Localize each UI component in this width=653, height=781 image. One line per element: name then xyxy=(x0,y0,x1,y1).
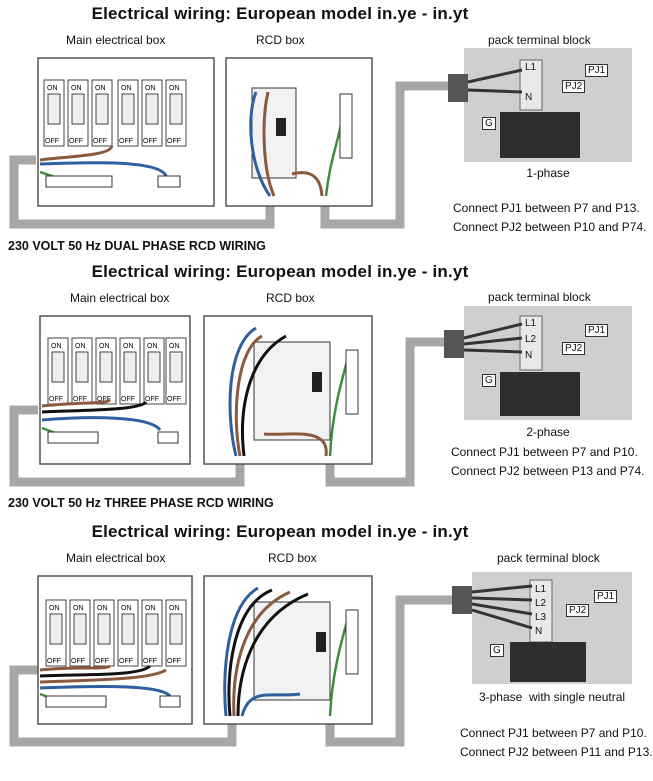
panel-3-terminal-n: N xyxy=(535,626,543,637)
panel-1-terminal-n: N xyxy=(525,92,533,103)
panel-3-breakers: ON OFF ON OFF ON OFF ON OFF ON OFF ON OFF xyxy=(45,599,187,667)
svg-text:ON: ON xyxy=(145,605,156,612)
svg-text:ON: ON xyxy=(47,85,58,92)
svg-text:ON: ON xyxy=(121,605,132,612)
panel-1-rcd-device xyxy=(251,87,297,179)
svg-text:ON: ON xyxy=(95,85,106,92)
svg-text:OFF: OFF xyxy=(143,138,157,145)
svg-text:OFF: OFF xyxy=(47,658,61,665)
panel-2-terminal-strip xyxy=(47,431,179,444)
panel-2-terminal-l1: L1 xyxy=(525,318,537,329)
panel-3-rcd-box-label: RCD box xyxy=(268,551,317,565)
panel-3-terminal-l2: L2 xyxy=(535,598,547,609)
svg-text:OFF: OFF xyxy=(167,138,181,145)
panel-3-note-1: Connect PJ1 between P7 and P10. xyxy=(460,726,647,740)
panel-1-ground: G xyxy=(482,117,496,130)
svg-text:OFF: OFF xyxy=(121,396,135,403)
svg-text:OFF: OFF xyxy=(45,138,59,145)
panel-2-cable-gland xyxy=(444,330,464,358)
panel-1-title: Electrical wiring: European model in.ye … xyxy=(91,4,469,23)
panel-1-phase-label: 1-phase xyxy=(526,166,570,180)
svg-text:ON: ON xyxy=(49,605,60,612)
panel-2-pj1: PJ1 xyxy=(585,324,609,337)
svg-text:ON: ON xyxy=(71,85,82,92)
svg-text:ON: ON xyxy=(51,343,62,350)
panel-2-conduit xyxy=(9,337,448,487)
panel-2-wiring-diagram: ON OFF ON OFF ON OFF ON OFF ON OFF ON OFF xyxy=(9,306,632,487)
svg-text:OFF: OFF xyxy=(73,396,87,403)
svg-text:OFF: OFF xyxy=(93,138,107,145)
svg-text:OFF: OFF xyxy=(69,138,83,145)
panel-3-terminal-l1: L1 xyxy=(535,584,547,595)
svg-text:ON: ON xyxy=(121,85,132,92)
panel-3-section-heading: 230 VOLT 50 Hz THREE PHASE RCD WIRING xyxy=(8,496,274,510)
panel-2-terminal-l2: L2 xyxy=(525,334,537,345)
panel-2-breakers: ON OFF ON OFF ON OFF ON OFF ON OFF ON OFF xyxy=(47,337,187,405)
svg-text:ON: ON xyxy=(169,343,180,350)
svg-text:OFF: OFF xyxy=(71,658,85,665)
panel-3-title: Electrical wiring: European model in.ye … xyxy=(91,522,469,541)
panel-1-wiring-diagram: ON OFF ON OFF ON OFF ON OFF ON OFF ON OFF xyxy=(9,48,632,229)
panel-3-pj1: PJ1 xyxy=(594,590,618,603)
panel-1-terminal-strip xyxy=(45,175,181,188)
panel-3-ground: G xyxy=(490,644,504,657)
panel-2-terminal-label: pack terminal block xyxy=(488,290,591,304)
panel-3-main-box-label: Main electrical box xyxy=(66,551,166,565)
panel-2-note-1: Connect PJ1 between P7 and P10. xyxy=(451,445,638,459)
panel-3-terminal-strip xyxy=(45,695,181,708)
panel-2-title: Electrical wiring: European model in.ye … xyxy=(91,262,469,281)
panel-3-phase-label: 3-phase with single neutral xyxy=(478,690,626,704)
panel-1-note-1: Connect PJ1 between P7 and P13. xyxy=(453,201,640,215)
svg-text:ON: ON xyxy=(73,605,84,612)
svg-text:OFF: OFF xyxy=(143,658,157,665)
svg-text:OFF: OFF xyxy=(145,396,159,403)
svg-text:OFF: OFF xyxy=(95,658,109,665)
panel-1-pj2: PJ2 xyxy=(562,80,586,93)
panel-1-breakers: ON OFF ON OFF ON OFF ON OFF ON OFF ON OFF xyxy=(43,79,187,147)
panel-1-note-2: Connect PJ2 between P10 and P74. xyxy=(453,220,647,234)
panel-3-note-2: Connect PJ2 between P11 and P13. xyxy=(460,745,653,759)
svg-text:OFF: OFF xyxy=(49,396,63,403)
panel-3-conduit xyxy=(9,595,456,747)
svg-text:ON: ON xyxy=(75,343,86,350)
panel-2-note-2: Connect PJ2 between P13 and P74. xyxy=(451,464,645,478)
panel-1-pj1: PJ1 xyxy=(585,64,609,77)
svg-text:OFF: OFF xyxy=(119,138,133,145)
panel-3-cable-gland xyxy=(452,586,472,614)
svg-text:OFF: OFF xyxy=(167,658,181,665)
panel-3-wiring-diagram: ON OFF ON OFF ON OFF ON OFF ON OFF ON OFF xyxy=(9,572,632,747)
svg-text:ON: ON xyxy=(97,605,108,612)
svg-text:ON: ON xyxy=(123,343,134,350)
panel-1-cable-gland xyxy=(448,74,468,102)
panel-1-rcd-box-label: RCD box xyxy=(256,33,305,47)
svg-text:OFF: OFF xyxy=(119,658,133,665)
svg-text:OFF: OFF xyxy=(167,396,181,403)
panel-2-phase-label: 2-phase xyxy=(526,425,570,439)
svg-text:ON: ON xyxy=(145,85,156,92)
panel-2-terminal-n: N xyxy=(525,350,533,361)
panel-1-terminal-l1: L1 xyxy=(525,62,537,73)
panel-1-terminal-label: pack terminal block xyxy=(488,33,591,47)
panel-1-conduit xyxy=(9,81,458,229)
panel-3-pj2: PJ2 xyxy=(566,604,590,617)
panel-1-main-box-label: Main electrical box xyxy=(66,33,166,47)
panel-3-terminal-label: pack terminal block xyxy=(497,551,600,565)
panel-3-terminal-l3: L3 xyxy=(535,612,547,623)
svg-text:OFF: OFF xyxy=(97,396,111,403)
svg-text:ON: ON xyxy=(147,343,158,350)
svg-text:ON: ON xyxy=(99,343,110,350)
panel-2-ground: G xyxy=(482,374,496,387)
svg-text:ON: ON xyxy=(169,605,180,612)
panel-2-pj2: PJ2 xyxy=(562,342,586,355)
svg-text:ON: ON xyxy=(169,85,180,92)
panel-2-rcd-box-label: RCD box xyxy=(266,291,315,305)
panel-2-main-box-label: Main electrical box xyxy=(70,291,170,305)
panel-2-section-heading: 230 VOLT 50 Hz DUAL PHASE RCD WIRING xyxy=(8,239,266,253)
